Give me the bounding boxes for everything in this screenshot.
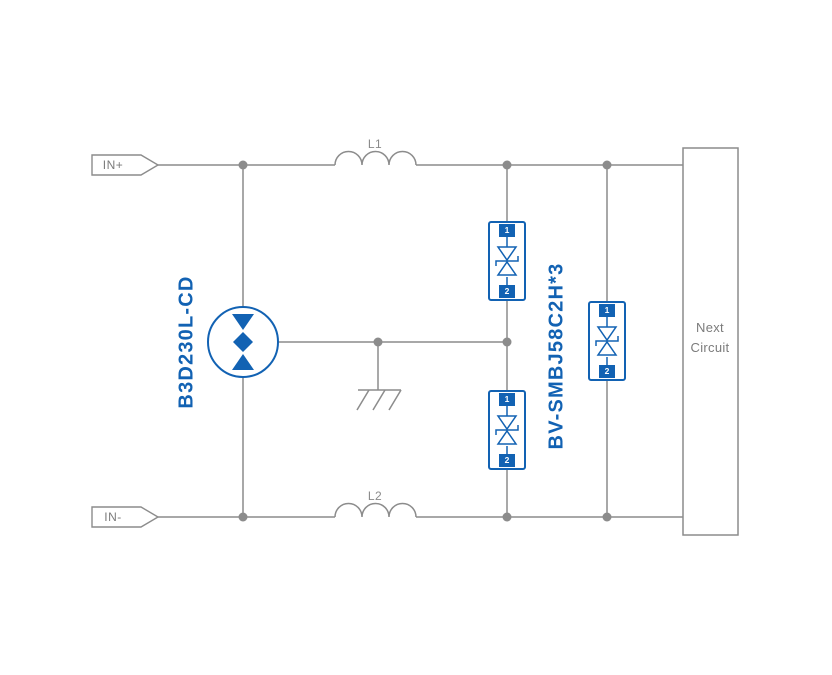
junction-dot [502,160,512,170]
tvs-1-pin-2 [499,285,515,298]
ground-hatch-1 [356,389,370,411]
tvs-label: BV-SMBJ58C2H*3 [545,262,568,450]
tvs-1-triangle-top [496,246,518,262]
tvs-2-pin-2-label: 2 [504,455,510,465]
junction-dot [238,160,248,170]
gdt-electrode-center [233,332,253,352]
tvs-3-triangle-top [596,326,618,342]
junction-dot [502,512,512,522]
gdt-component [207,306,279,378]
in-minus-label: IN- [104,510,122,524]
wire-segments [158,164,683,518]
tvs-1-triangle-bottom [496,260,518,276]
tvs-2-triangle-top [496,415,518,431]
tvs-3-pin-2 [599,365,615,378]
ground-hatch-2 [372,389,386,411]
junction-dots [238,160,612,522]
junction-dot [502,337,512,347]
in-plus-label: IN+ [102,158,124,172]
gdt-electrode-top [232,314,254,330]
junction-dot [373,337,383,347]
tvs-1-pin-1-label: 1 [504,225,510,235]
gdt-label: B3D230L-CD [175,275,198,409]
inductor-l2 [334,502,417,518]
junction-dot [238,512,248,522]
tvs-2-pin-2 [499,454,515,467]
inductor-l1 [334,150,417,166]
tvs-3-pin-1-label: 1 [604,305,610,315]
ground-hatch-3 [388,389,402,411]
tvs-3-bar [595,336,619,346]
in-minus-terminal [91,506,160,528]
tvs-1 [488,221,526,301]
next-circuit-box [682,147,739,536]
tvs-2-bar [495,425,519,435]
tvs-3-pin-1 [599,304,615,317]
inductor-l2-label: L2 [367,489,383,503]
tvs-1-pin-2-label: 2 [504,286,510,296]
tvs-1-pin-1 [499,224,515,237]
tvs-3-pin-2-label: 2 [604,366,610,376]
tvs-3-triangle-bottom [596,340,618,356]
ground-symbol [356,389,402,411]
in-plus-terminal [91,154,160,176]
tvs-1-bar [495,256,519,266]
inductor-l1-label: L1 [367,137,383,151]
tvs-2 [488,390,526,470]
tvs-3 [588,301,626,381]
junction-dot [602,160,612,170]
next-circuit-label: Next Circuit [690,319,730,355]
tvs-2-pin-1-label: 1 [504,394,510,404]
tvs-2-pin-1 [499,393,515,406]
gdt-electrode-bottom [232,354,254,370]
junction-dot [602,512,612,522]
tvs-2-triangle-bottom [496,429,518,445]
